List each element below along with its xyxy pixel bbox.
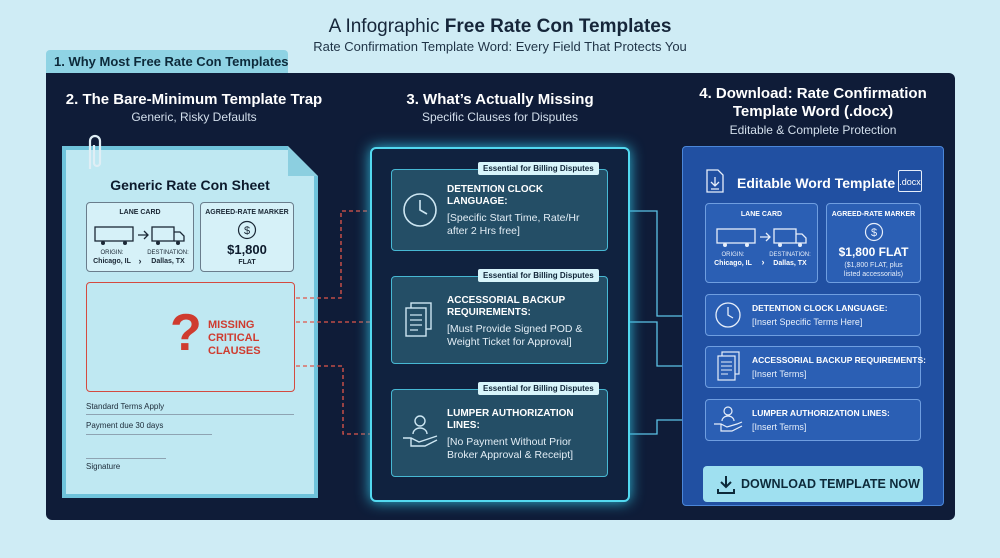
detention-clause-card <box>391 169 608 251</box>
column-2-subheading: Generic, Risky Defaults <box>131 110 257 124</box>
hand-person-icon <box>403 415 438 447</box>
column-2-heading: 2. The Bare-Minimum Template Trap <box>65 91 323 108</box>
word-field-lumper-body: [Insert Terms] <box>752 422 807 432</box>
word-lane-card-title: LANE CARD <box>740 211 783 218</box>
word-template-title: Editable Word Template <box>737 175 896 191</box>
standard-terms-text: Standard Terms Apply <box>86 402 165 411</box>
word-field-detention-title: DETENTION CLOCK LANGUAGE: <box>752 303 888 313</box>
agreed-rate-card <box>200 202 294 272</box>
clock-icon <box>715 302 741 328</box>
truck-route-icon <box>716 228 807 247</box>
documents-icon <box>717 351 740 381</box>
page-title: A Infographic Free Rate Con Templates <box>328 16 672 37</box>
word-field-lumper-title: LUMPER AUTHORIZATION LINES: <box>752 408 890 418</box>
paper-fold-flap <box>288 146 318 176</box>
origin-label: ORIGIN: <box>100 250 124 256</box>
paperclip-icon <box>88 134 102 169</box>
essential-badge: Essential for Billing Disputes <box>478 382 599 395</box>
section-tab: 1. Why Most Free Rate Con Templates <box>46 50 289 74</box>
agreed-rate-unit: FLAT <box>238 259 256 266</box>
truck-route-icon <box>94 226 185 245</box>
origin-value: Chicago, IL <box>93 258 131 265</box>
missing-clauses-box <box>86 282 295 392</box>
signature-label: Signature <box>86 462 121 471</box>
question-mark-icon: ? <box>170 304 202 362</box>
svg-text:$: $ <box>244 225 250 237</box>
essential-badge: Essential for Billing Disputes <box>478 269 599 282</box>
destination-label: DESTINATION: <box>147 250 189 256</box>
lane-card <box>86 202 194 272</box>
chevron-right-icon: › <box>138 256 142 266</box>
word-field-accessorial-title: ACCESSORIAL BACKUP REQUIREMENTS: <box>752 355 926 365</box>
column-4-subheading: Editable & Complete Protection <box>729 123 897 137</box>
column-3-subheading: Specific Clauses for Disputes <box>421 110 579 124</box>
dollar-icon: $ <box>864 222 884 242</box>
word-field-lumper[interactable] <box>705 399 921 441</box>
word-agreed-rate-title: AGREED-RATE MARKER <box>831 211 916 218</box>
docx-file-icon: .docx <box>898 170 922 192</box>
word-field-accessorial[interactable] <box>705 346 921 388</box>
download-button-label: DOWNLOAD TEMPLATE NOW <box>741 477 920 491</box>
clock-icon <box>403 193 437 227</box>
dollar-icon: $ <box>237 220 257 240</box>
signature-line <box>86 458 166 459</box>
word-destination-value: Dallas, TX <box>773 260 807 267</box>
hand-person-icon <box>714 406 743 432</box>
divider <box>86 434 212 435</box>
documents-icon <box>405 302 432 337</box>
word-agreed-rate-card <box>826 203 921 283</box>
word-field-detention[interactable] <box>705 294 921 336</box>
agreed-rate-amount: $1,800 <box>227 242 267 257</box>
essential-badge: Essential for Billing Disputes <box>478 162 599 175</box>
column-3-heading: 3. What’s Actually Missing <box>406 91 594 108</box>
word-field-detention-body: [Insert Specific Terms Here] <box>752 317 863 327</box>
accessorial-clause-body: [Must Provide Signed POD &Weight Ticket … <box>447 323 583 348</box>
accessorial-clause-card <box>391 276 608 364</box>
lane-card-title: LANE CARD <box>119 209 161 216</box>
download-file-icon <box>706 169 724 193</box>
destination-value: Dallas, TX <box>151 258 185 265</box>
word-origin-label: ORIGIN: <box>721 252 745 258</box>
sheet-title: Generic Rate Con Sheet <box>110 177 270 193</box>
word-agreed-rate-amount: $1,800 FLAT <box>838 245 909 259</box>
payment-terms-text: Payment due 30 days <box>86 421 164 430</box>
page-subtitle: Rate Confirmation Template Word: Every F… <box>313 39 687 54</box>
word-origin-value: Chicago, IL <box>714 260 752 267</box>
svg-text:$: $ <box>871 227 877 239</box>
chevron-right-icon: › <box>761 257 765 267</box>
word-destination-label: DESTINATION: <box>769 252 811 258</box>
divider <box>86 414 294 415</box>
download-icon <box>717 476 735 494</box>
download-template-button[interactable]: DOWNLOAD TEMPLATE NOW <box>703 466 923 502</box>
agreed-rate-title: AGREED-RATE MARKER <box>205 209 289 216</box>
word-field-accessorial-body: [Insert Terms] <box>752 369 807 379</box>
